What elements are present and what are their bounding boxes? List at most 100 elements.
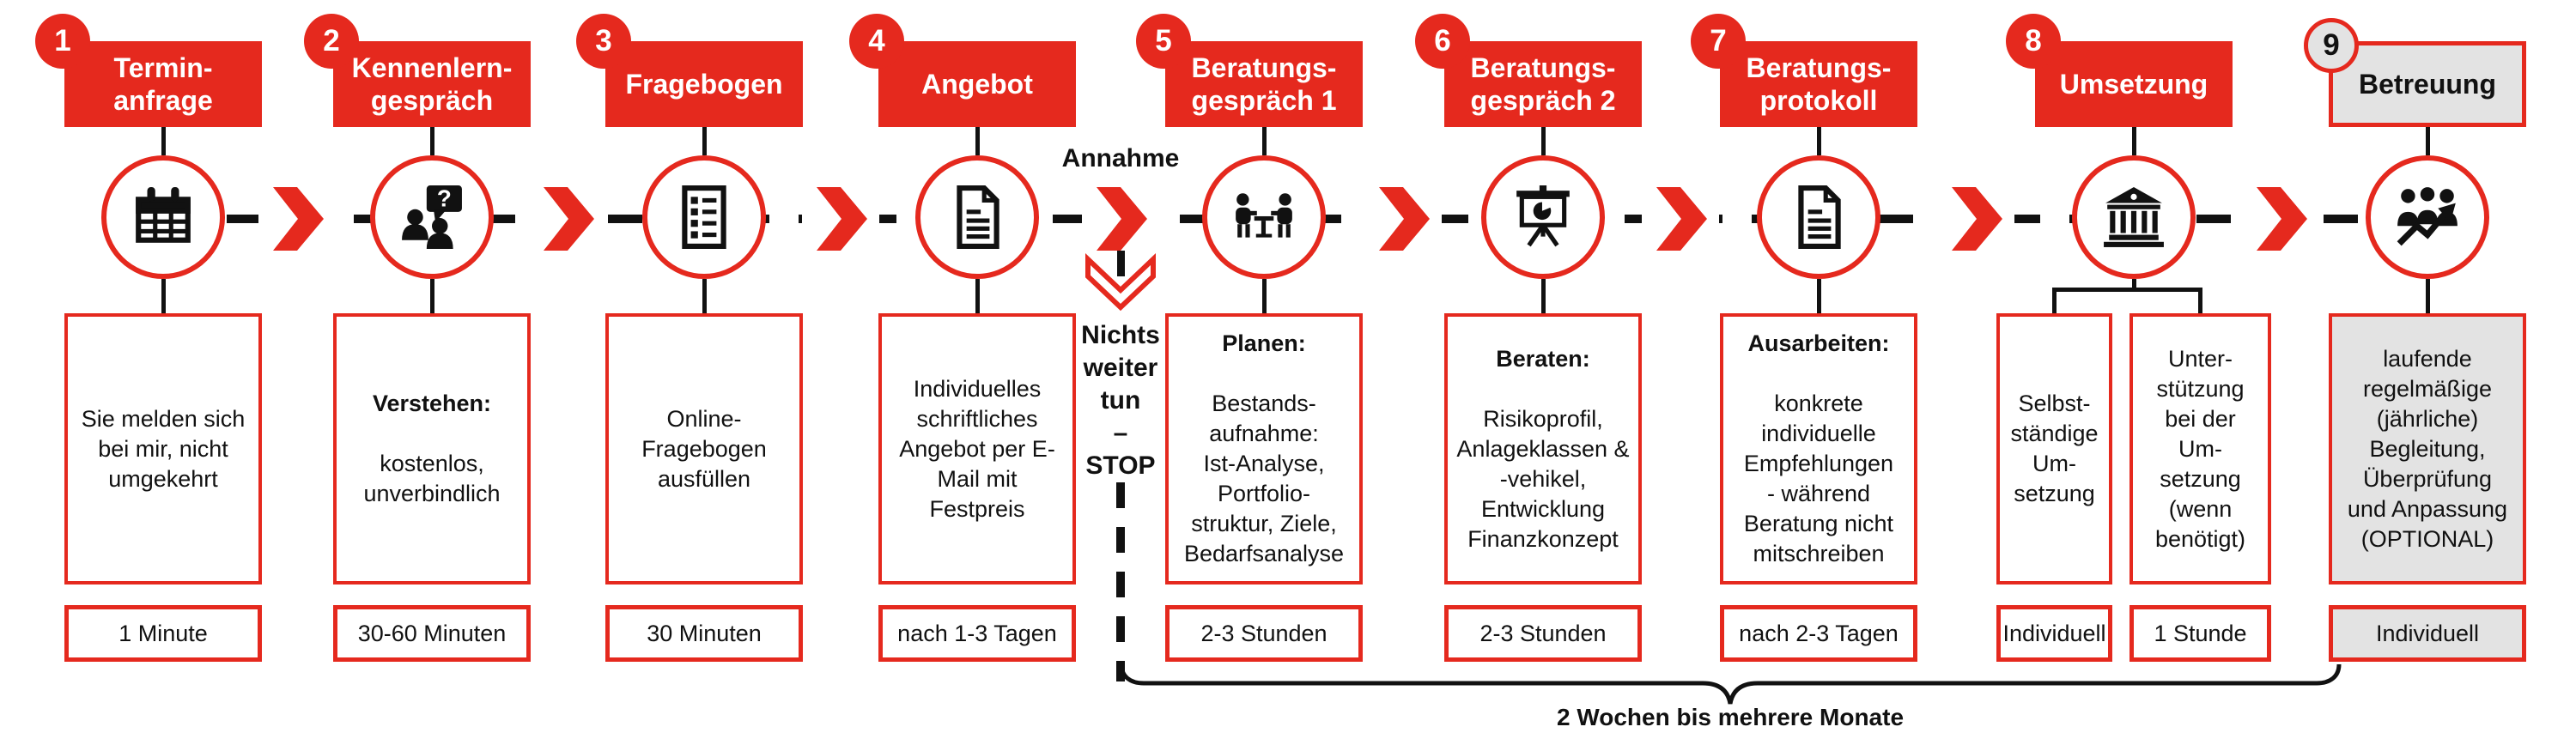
connector-line xyxy=(429,279,434,313)
arrow-chevron-icon xyxy=(529,180,606,257)
step-header: 1 Termin- anfrage xyxy=(35,14,262,127)
step-number-badge: 4 xyxy=(849,14,904,69)
connector-line xyxy=(2425,279,2430,313)
step-duration: Individuell xyxy=(1996,605,2112,662)
bank-icon xyxy=(2104,187,2164,247)
step-description: Online- Fragebogen ausfüllen xyxy=(641,405,767,492)
step-description-box: Online- Fragebogen ausfüllen xyxy=(605,313,803,584)
step-header: 3 Fragebogen xyxy=(576,14,803,127)
step-description-box: Selbst- ständige Um- setzung xyxy=(1996,313,2112,584)
branch-option-support: Unter- stützung bei der Um- setzung (wen… xyxy=(2129,313,2271,662)
step-number-badge: 9 xyxy=(2304,18,2359,73)
connector-line xyxy=(1816,127,1821,155)
meeting-icon xyxy=(1236,193,1292,238)
step-description: Risikoprofil, Anlageklassen & -vehikel, … xyxy=(1456,405,1630,552)
step-title: Angebot xyxy=(921,69,1033,100)
step-description-box: Beraten: Risikoprofil, Anlageklassen & -… xyxy=(1444,313,1642,584)
step-description: laufende regelmäßige (jährliche) Begleit… xyxy=(2347,345,2508,552)
connector-line xyxy=(2131,279,2136,288)
connector-line xyxy=(1261,127,1267,155)
step-description: Selbst- ständige Um- setzung xyxy=(2010,391,2099,506)
step-header: 8 Umsetzung xyxy=(2006,14,2233,127)
step-icon-circle xyxy=(1202,155,1326,279)
step-column-4: 4 Angebot Individuelles schriftliches An… xyxy=(849,0,1076,745)
connector-line xyxy=(1261,279,1267,313)
step-duration: nach 1-3 Tagen xyxy=(878,605,1076,662)
connector-line xyxy=(2131,127,2136,155)
step-description-title: Planen: xyxy=(1222,330,1306,356)
step-description: Bestands- aufnahme: Ist-Analyse, Portfol… xyxy=(1183,391,1345,566)
step-number-badge: 8 xyxy=(2006,14,2061,69)
arrow-chevron-icon xyxy=(258,180,336,257)
step-title: Fragebogen xyxy=(625,69,783,100)
step-description-box: Individuelles schriftliches Angebot per … xyxy=(878,313,1076,584)
step-header: 2 Kennenlern- gespräch xyxy=(304,14,531,127)
arrow-chevron-icon xyxy=(1642,180,1719,257)
step-header: 4 Angebot xyxy=(849,14,1076,127)
step-column-2: 2 Kennenlern- gespräch ? Verstehen: kost… xyxy=(304,0,531,745)
offer-document-icon xyxy=(957,185,999,249)
checklist-icon xyxy=(682,185,726,249)
step-duration: Individuell xyxy=(2329,605,2526,662)
step-title: Beratungs- gespräch 2 xyxy=(1470,52,1616,116)
step-icon-circle xyxy=(2072,155,2196,279)
step-duration: 30 Minuten xyxy=(605,605,803,662)
arrow-chevron-icon xyxy=(1937,180,2014,257)
connector-line xyxy=(975,127,980,155)
step-duration: 1 Stunde xyxy=(2129,605,2271,662)
step-title: Beratungs- gespräch 1 xyxy=(1191,52,1337,116)
stop-label: Nichts weiter tun – STOP xyxy=(1081,321,1160,480)
step-description-box: laufende regelmäßige (jährliche) Begleit… xyxy=(2329,313,2526,584)
stop-dashed-line xyxy=(1116,482,1125,681)
step-duration: 2-3 Stunden xyxy=(1444,605,1642,662)
step-icon-circle xyxy=(915,155,1039,279)
step-header: 7 Beratungs- protokoll xyxy=(1691,14,1917,127)
step-column-1: 1 Termin- anfrage Sie melden sich bei mi… xyxy=(35,0,262,745)
step-icon-circle xyxy=(1757,155,1880,279)
arrow-chevron-icon xyxy=(1364,180,1442,257)
connector-line xyxy=(2425,127,2430,155)
step-description: kostenlos, unverbindlich xyxy=(363,451,501,506)
step-description-box: Sie melden sich bei mir, nicht umgekehrt xyxy=(64,313,262,584)
branch-option-self: Selbst- ständige Um- setzung Individuell xyxy=(1996,313,2112,662)
step-icon-circle xyxy=(101,155,225,279)
step-description: Sie melden sich bei mir, nicht umgekehrt xyxy=(81,405,246,492)
step-description-box: Verstehen: kostenlos, unverbindlich xyxy=(333,313,531,584)
step-description-title: Beraten: xyxy=(1496,345,1590,372)
step-icon-circle xyxy=(1481,155,1605,279)
step-icon-circle: ? xyxy=(370,155,494,279)
connector-line xyxy=(702,127,707,155)
connector-line xyxy=(702,279,707,313)
step-description: Unter- stützung bei der Um- setzung (wen… xyxy=(2154,345,2246,552)
conversation-question-icon: ? xyxy=(402,185,462,249)
step-number-badge: 5 xyxy=(1136,14,1191,69)
step-description-box: Planen: Bestands- aufnahme: Ist-Analyse,… xyxy=(1165,313,1363,584)
step-number-badge: 1 xyxy=(35,14,90,69)
arrow-chevron-icon xyxy=(2242,180,2319,257)
branch-row: Selbst- ständige Um- setzung Individuell… xyxy=(1996,313,2271,662)
arrow-chevron-icon xyxy=(802,180,879,257)
step-column-5: 5 Beratungs- gespräch 1 Pla xyxy=(1136,0,1363,745)
step-title: Termin- anfrage xyxy=(113,52,213,116)
step-description: Individuelles schriftliches Angebot per … xyxy=(899,375,1055,522)
connector-line xyxy=(1540,127,1546,155)
connector-line xyxy=(429,127,434,155)
step-description-box: Unter- stützung bei der Um- setzung (wen… xyxy=(2129,313,2271,584)
connector-line xyxy=(1816,279,1821,313)
accept-label: Annahme xyxy=(1061,144,1180,173)
duration-span-label: 2 Wochen bis mehrere Monate xyxy=(1556,704,1905,730)
step-duration: 2-3 Stunden xyxy=(1165,605,1363,662)
svg-text:?: ? xyxy=(437,185,452,212)
step-description: konkrete individuelle Empfehlungen - wäh… xyxy=(1743,391,1894,566)
step-description-title: Ausarbeiten: xyxy=(1747,330,1890,356)
branch-connector xyxy=(2052,288,2202,313)
step-icon-circle xyxy=(2366,155,2489,279)
step-description-title: Verstehen: xyxy=(372,391,492,416)
step-duration: 1 Minute xyxy=(64,605,262,662)
step-title: Betreuung xyxy=(2359,69,2496,100)
step-duration: nach 2-3 Tagen xyxy=(1720,605,1917,662)
step-description-box: Ausarbeiten: konkrete individuelle Empfe… xyxy=(1720,313,1917,584)
connector-line xyxy=(161,127,166,155)
down-chevron-icon xyxy=(1085,251,1156,312)
step-column-7: 7 Beratungs- protokoll Ausarbeiten: konk… xyxy=(1691,0,1917,745)
